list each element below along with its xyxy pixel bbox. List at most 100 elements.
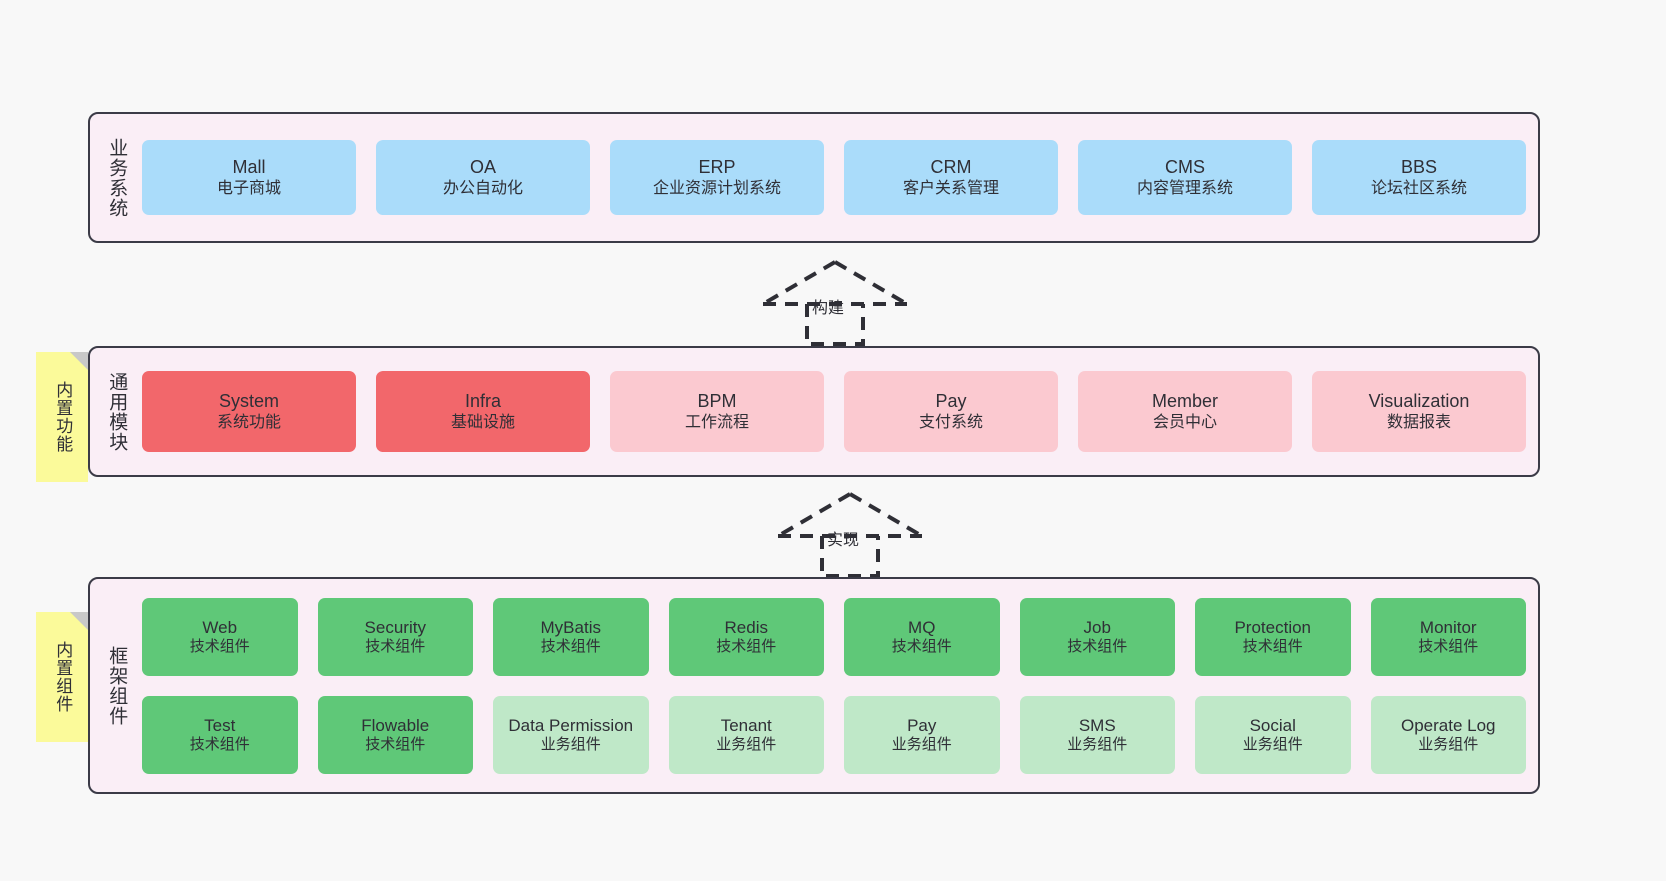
cell-name: Flowable [361, 715, 430, 735]
note-fold-icon [70, 352, 88, 370]
cell-desc: 业务组件 [540, 735, 601, 753]
cell-desc: 技术组件 [365, 735, 426, 753]
cell-name: Mall [232, 157, 266, 178]
cell-name: CRM [930, 157, 972, 178]
cell-name: Visualization [1368, 391, 1470, 412]
cell-name: Operate Log [1400, 715, 1496, 735]
cell-name: MyBatis [540, 617, 601, 637]
layer-business-title: 业务系统 [106, 137, 128, 218]
cell-name: BPM [697, 391, 737, 412]
cell-name: Redis [724, 617, 768, 637]
cell-name: Data Permission [508, 715, 634, 735]
cell-desc: 企业资源计划系统 [652, 179, 781, 197]
connector-implement-label: 实现 [827, 532, 860, 549]
cell-name: OA [469, 157, 496, 178]
cell-name: Pay [935, 391, 967, 412]
cell-desc: 技术组件 [189, 735, 250, 753]
cell-name: Monitor [1419, 617, 1477, 637]
cell-desc: 支付系统 [918, 413, 983, 431]
cell-name: ERP [698, 157, 736, 178]
cell-desc: 客户关系管理 [902, 179, 999, 197]
connector-build: 构建 [755, 258, 915, 346]
cell-name: Pay [907, 715, 937, 735]
cell-desc: 业务组件 [1242, 735, 1303, 753]
cell-desc: 电子商城 [216, 179, 281, 197]
cell-name: Infra [464, 391, 502, 412]
cell-name: BBS [1400, 157, 1438, 178]
cell-name: Web [202, 617, 238, 637]
note-builtin-components-label: 内置组件 [53, 641, 73, 713]
connector-build-label: 构建 [812, 300, 845, 317]
cell-desc: 技术组件 [1242, 637, 1303, 655]
cell-desc: 内容管理系统 [1136, 179, 1233, 197]
cell-desc: 业务组件 [891, 735, 952, 753]
cell-desc: 会员中心 [1152, 413, 1217, 431]
cell-name: Member [1151, 391, 1218, 412]
cell-desc: 系统功能 [216, 413, 281, 431]
cell-desc: 业务组件 [1067, 735, 1128, 753]
build-arrow-svg [761, 260, 909, 346]
cell-desc: 技术组件 [189, 637, 250, 655]
cell-name: Security [364, 617, 426, 637]
layer-framework-title: 框架组件 [106, 645, 128, 726]
cell-desc: 业务组件 [716, 735, 777, 753]
cell-desc: 工作流程 [684, 413, 749, 431]
cell-name: Job [1083, 617, 1111, 637]
layer-modules-title: 通用模块 [106, 371, 128, 452]
cell-name: System [218, 391, 279, 412]
cell-name: MQ [908, 617, 936, 637]
cell-desc: 业务组件 [1418, 735, 1479, 753]
note-fold-icon [70, 612, 88, 630]
cell-name: Social [1249, 715, 1296, 735]
cell-desc: 论坛社区系统 [1370, 179, 1467, 197]
cell-desc: 技术组件 [1067, 637, 1128, 655]
note-builtin-functions: 内置功能 [36, 352, 88, 482]
cell-name: Protection [1234, 617, 1312, 637]
cell-desc: 数据报表 [1386, 413, 1451, 431]
cell-name: Tenant [720, 715, 772, 735]
connector-implement: 实现 [770, 490, 930, 578]
cell-desc: 基础设施 [450, 413, 515, 431]
cell-desc: 技术组件 [716, 637, 777, 655]
cell-desc: 技术组件 [1418, 637, 1479, 655]
cell-desc: 技术组件 [540, 637, 601, 655]
